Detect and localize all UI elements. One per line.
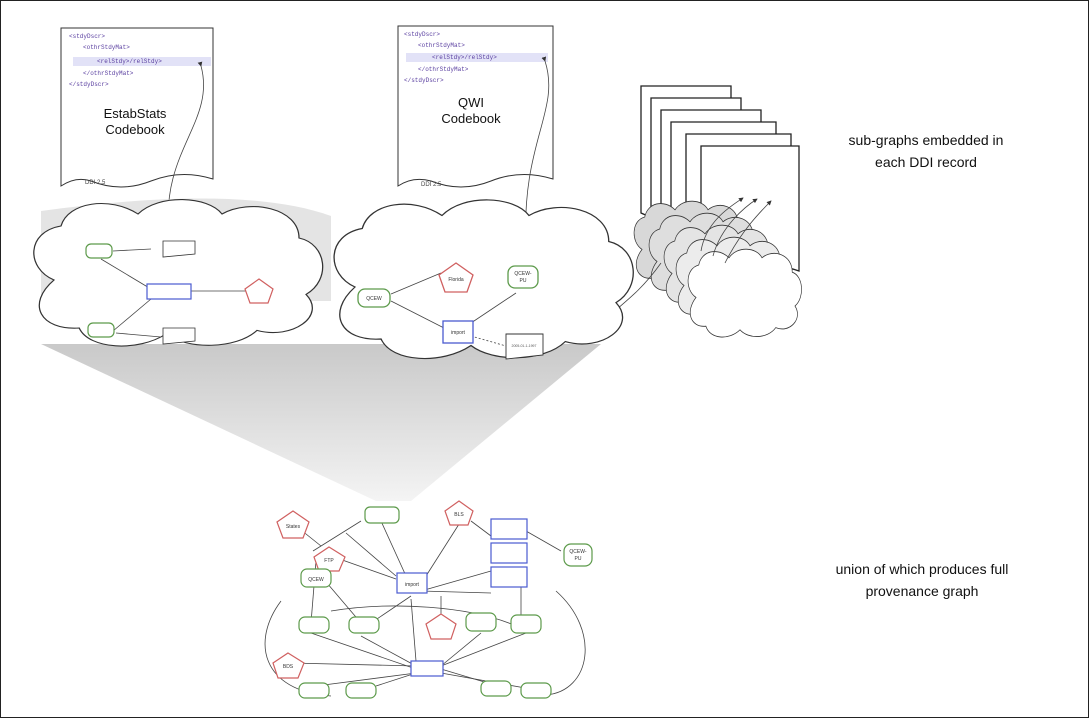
caption-bottom: union of which produces full	[836, 561, 1009, 577]
node-label: PU	[575, 556, 582, 562]
entity-node	[480, 680, 512, 697]
union-provenance-graph: States BLS QCEW- PU FTP QCEW import BDS	[264, 500, 593, 699]
activity-node	[146, 283, 192, 300]
activity-node	[490, 566, 528, 588]
node-label: QCEW	[308, 577, 324, 583]
link-edge	[712, 198, 758, 257]
entity-node	[298, 616, 330, 634]
entity-node	[87, 322, 115, 338]
cloud-estabstats	[33, 198, 331, 347]
code-line: <relStdy>/relStdy>	[97, 58, 162, 65]
activity-node	[490, 542, 528, 564]
node-label: PU	[520, 278, 527, 284]
entity-node	[348, 616, 380, 634]
node-label: QCEW	[366, 296, 382, 302]
code-line: <stdyDscr>	[404, 31, 440, 38]
agent-node-bds	[272, 652, 305, 679]
doc-title: QWI	[458, 95, 484, 110]
node-label: FTP	[324, 558, 334, 564]
entity-node-qcew-pu	[507, 265, 539, 289]
code-line: </othrStdyMat>	[418, 66, 469, 73]
code-line: <relStdy>/relStdy>	[432, 54, 497, 61]
node-label: 2005-01-1-1997	[512, 344, 537, 348]
node-label: Florida	[448, 277, 464, 283]
link-edge	[724, 200, 772, 264]
node-label: QCEW-	[514, 271, 531, 277]
doc-title: Codebook	[441, 111, 501, 126]
activity-node	[410, 660, 444, 677]
entity-node	[510, 614, 542, 634]
node-label: BDS	[283, 664, 294, 670]
entity-node	[298, 682, 330, 699]
document-node-date	[505, 333, 544, 360]
code-line: </othrStdyMat>	[83, 70, 134, 77]
doc-version: DDI 2.5	[421, 182, 442, 188]
code-line: </stdyDscr>	[69, 81, 109, 88]
caption-top: sub-graphs embedded in	[849, 132, 1004, 148]
activity-node	[490, 518, 528, 540]
document-node	[162, 327, 196, 345]
agent-node	[244, 278, 274, 304]
node-label: BLS	[454, 512, 464, 518]
node-label: import	[451, 330, 466, 336]
node-label: States	[286, 524, 301, 530]
doc-title: EstabStats	[104, 106, 167, 121]
agent-node-states	[276, 510, 310, 539]
agent-node-florida	[438, 262, 474, 293]
entity-node	[85, 243, 113, 259]
code-line: </stdyDscr>	[404, 77, 444, 84]
entity-node	[364, 506, 400, 524]
node-label: import	[405, 582, 420, 588]
link-edge	[700, 197, 744, 252]
projection-fan	[41, 344, 601, 501]
caption-top: each DDI record	[875, 154, 977, 170]
code-line: <othrStdyMat>	[418, 42, 465, 49]
code-line: <stdyDscr>	[69, 33, 105, 40]
activity-node-import	[396, 572, 428, 594]
doc-title: Codebook	[105, 122, 165, 137]
entity-node-qcew-pu	[563, 543, 593, 567]
estabstats-codebook: <stdyDscr> <othrStdyMat> <relStdy>/relSt…	[60, 27, 214, 188]
entity-node-qcew	[357, 288, 391, 308]
document-node	[162, 240, 196, 258]
node-label: QCEW-	[569, 549, 586, 555]
doc-version: DDI 2.5	[85, 180, 106, 186]
agent-node	[425, 613, 457, 640]
activity-node-import	[442, 320, 474, 344]
cloud-qwi: Florida QCEW- PU QCEW import 2005-01-1-1…	[333, 199, 634, 360]
caption-bottom: provenance graph	[866, 583, 979, 599]
code-line: <othrStdyMat>	[83, 44, 130, 51]
entity-node-qcew	[300, 568, 332, 588]
entity-node	[465, 612, 497, 632]
link-edge	[525, 56, 550, 247]
qwi-codebook: <stdyDscr> <othrStdyMat> <relStdy>/relSt…	[397, 25, 554, 188]
entity-node	[520, 682, 552, 699]
entity-node	[345, 682, 377, 699]
agent-node-bls	[444, 500, 474, 526]
